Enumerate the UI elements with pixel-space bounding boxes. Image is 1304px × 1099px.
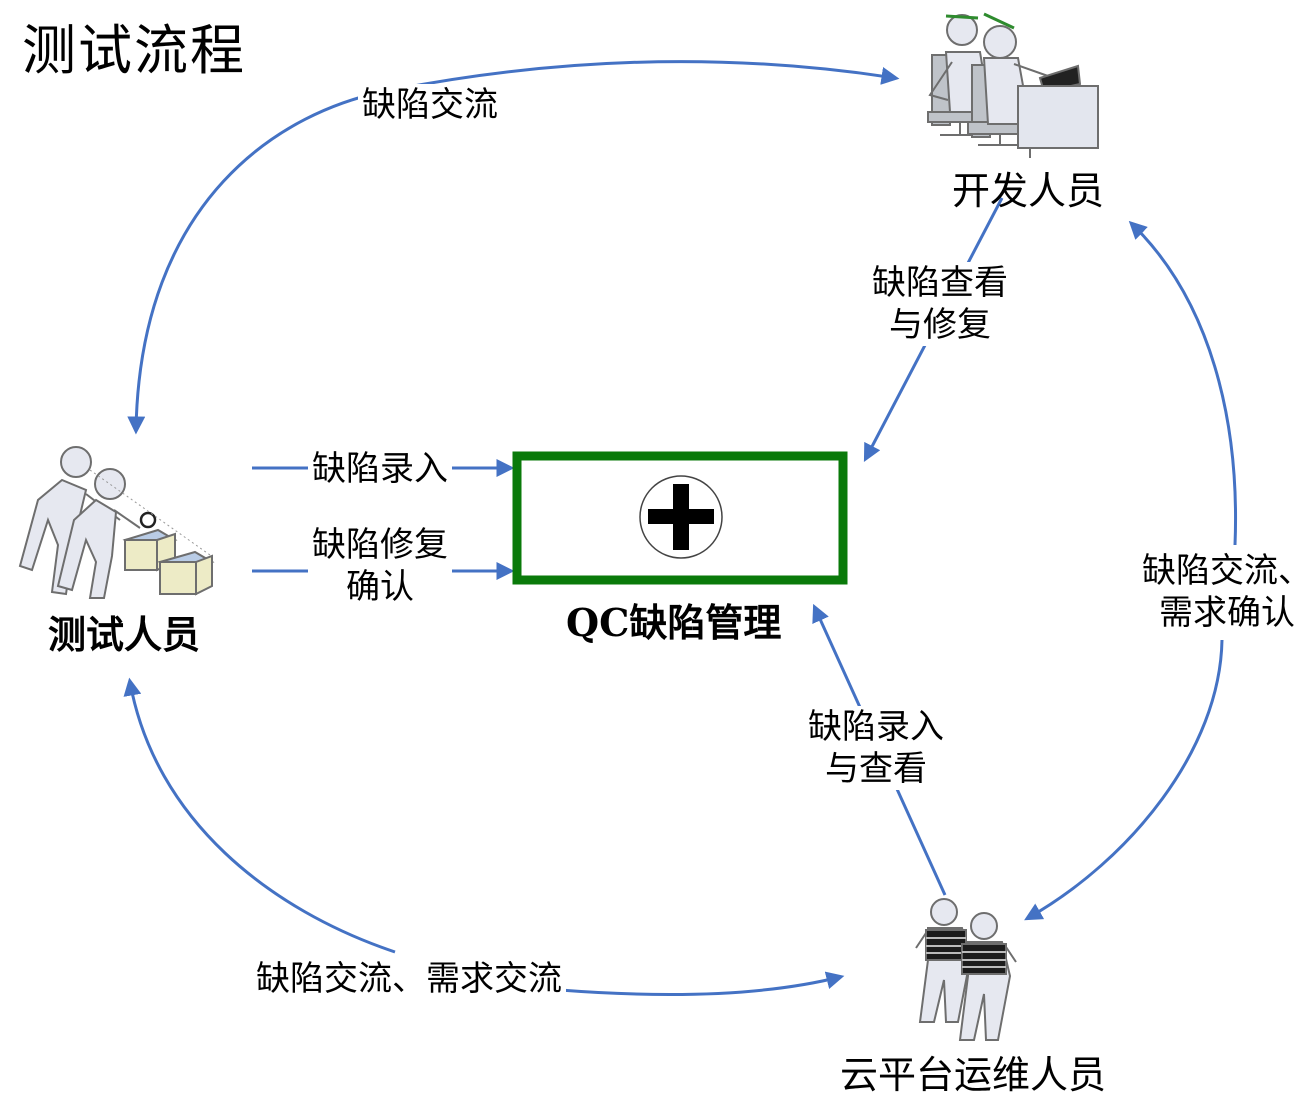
developer-label: 开发人员 [952,169,1105,213]
flow-label-tester-ops: 缺陷交流、需求交流 [252,958,566,1000]
ops-label: 云平台运维人员 [840,1053,1107,1097]
arrow-ops-to-tester [123,677,396,954]
tester-label: 测试人员 [48,612,201,657]
flow-label-tester-developer: 缺陷交流 [358,84,502,126]
qc-label: QC缺陷管理 [566,600,782,645]
developer-figure-icon [927,12,1099,158]
flow-label-tester-confirm: 缺陷修复 确认 [308,524,452,608]
flow-label-tester-entry: 缺陷录入 [308,448,452,490]
tester-figure-icon [18,446,215,599]
arrow-communication-to-developer [391,60,900,92]
flow-label-developer-qc: 缺陷查看 与修复 [868,262,1012,346]
page-title: 测试流程 [22,19,246,82]
arrow-communication-to-ops [559,971,845,996]
flow-label-developer-ops: 缺陷交流、 需求确认 [1138,550,1304,634]
arrow-tester-to-developer [127,88,393,435]
arrow-ops-to-developer [1128,220,1237,546]
qc-defect-management-box [512,451,848,585]
arrow-developer-to-ops [1024,639,1224,921]
flow-label-ops-qc: 缺陷录入 与查看 [804,706,948,790]
ops-figure-icon [915,898,1017,1041]
